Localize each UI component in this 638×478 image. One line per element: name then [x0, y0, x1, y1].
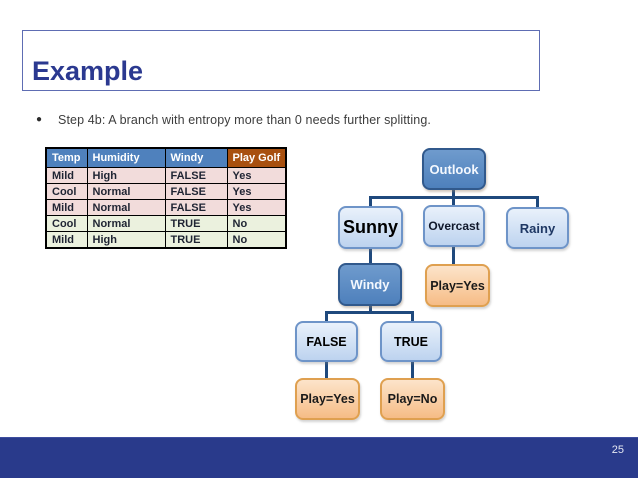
table-row: Cool Normal FALSE Yes	[45, 183, 287, 200]
bullet-item: ● Step 4b: A branch with entropy more th…	[36, 113, 596, 127]
cell-temp: Cool	[45, 183, 88, 200]
cell-windy: TRUE	[164, 215, 228, 232]
tree-node-rainy: Rainy	[506, 207, 569, 249]
header-humidity: Humidity	[86, 147, 166, 168]
cell-temp: Cool	[45, 215, 88, 232]
play-golf-table: Temp Humidity Windy Play Golf Mild High …	[45, 147, 287, 249]
bullet-icon: ●	[36, 114, 43, 125]
header-play-golf: Play Golf	[226, 147, 287, 168]
page-title: Example	[32, 56, 144, 86]
tree-leaf-false-play-yes: Play=Yes	[295, 378, 360, 420]
connector-false-playyes	[325, 361, 328, 379]
table-row: Cool Normal TRUE No	[45, 215, 287, 232]
connector-windy-down	[369, 305, 372, 313]
connector-level3-horizontal	[325, 311, 414, 314]
cell-windy: FALSE	[164, 183, 228, 200]
connector-sunny-windy	[369, 248, 372, 264]
connector-overcast-playyes	[452, 246, 455, 265]
table-row: Mild Normal FALSE Yes	[45, 199, 287, 216]
bullet-text: Step 4b: A branch with entropy more than…	[58, 113, 431, 127]
title-box: Example	[22, 30, 540, 91]
cell-windy: FALSE	[164, 167, 228, 184]
cell-humidity: Normal	[86, 215, 166, 232]
table-row: Mild High FALSE Yes	[45, 167, 287, 184]
cell-temp: Mild	[45, 167, 88, 184]
connector-true-playno	[411, 361, 414, 379]
page-number: 25	[611, 444, 624, 456]
cell-play-golf: Yes	[226, 167, 287, 184]
tree-node-sunny: Sunny	[338, 206, 403, 249]
cell-windy: TRUE	[164, 231, 228, 249]
table-row: Mild High TRUE No	[45, 231, 287, 249]
tree-node-windy: Windy	[338, 263, 402, 306]
table-header-row: Temp Humidity Windy Play Golf	[45, 147, 287, 168]
tree-node-overcast: Overcast	[423, 205, 485, 247]
tree-leaf-overcast-play-yes: Play=Yes	[425, 264, 490, 307]
cell-play-golf: No	[226, 231, 287, 249]
cell-play-golf: Yes	[226, 183, 287, 200]
tree-node-outlook: Outlook	[422, 148, 486, 190]
connector-level1-horizontal	[369, 196, 539, 199]
cell-humidity: Normal	[86, 199, 166, 216]
cell-play-golf: Yes	[226, 199, 287, 216]
cell-humidity: High	[86, 231, 166, 249]
header-windy: Windy	[164, 147, 228, 168]
footer-bar: 25	[0, 437, 638, 478]
cell-windy: FALSE	[164, 199, 228, 216]
header-temp: Temp	[45, 147, 88, 168]
cell-play-golf: No	[226, 215, 287, 232]
tree-node-false: FALSE	[295, 321, 358, 362]
cell-humidity: Normal	[86, 183, 166, 200]
cell-temp: Mild	[45, 231, 88, 249]
cell-temp: Mild	[45, 199, 88, 216]
tree-node-true: TRUE	[380, 321, 442, 362]
tree-leaf-true-play-no: Play=No	[380, 378, 445, 420]
cell-humidity: High	[86, 167, 166, 184]
connector-outlook-down	[452, 189, 455, 198]
